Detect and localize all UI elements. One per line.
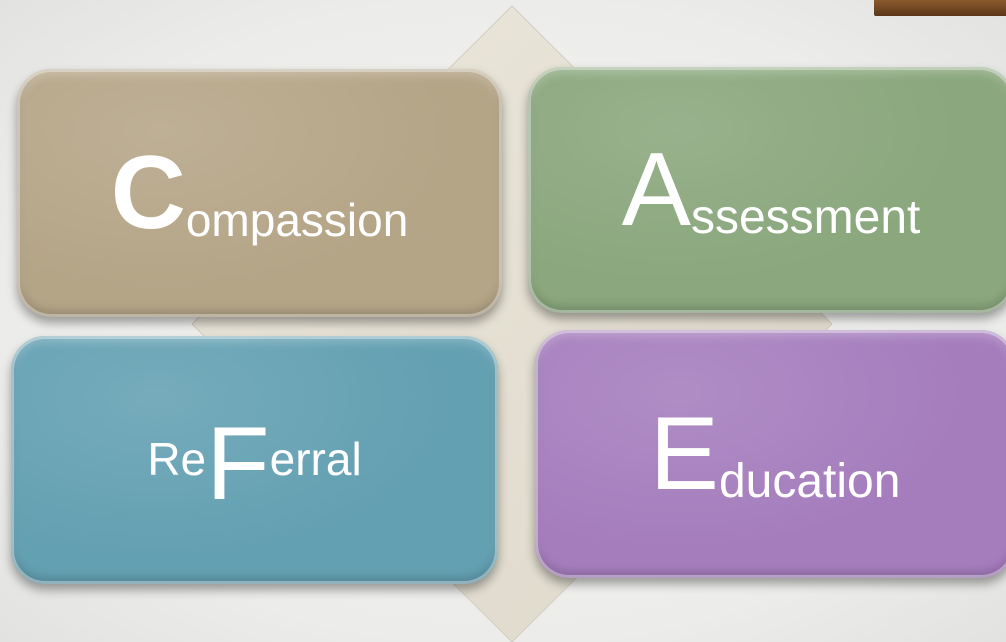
corner-photo-strip [874, 0, 1006, 16]
compassion-initial: C [110, 135, 186, 251]
assessment-word: A ssessment [622, 138, 921, 242]
compassion-rest: ompassion [185, 194, 409, 246]
referral-initial: F [206, 406, 270, 522]
compassion-word: C ompassion [111, 141, 409, 245]
education-tile: E ducation [535, 330, 1006, 578]
referral-tile: Re F erral [11, 336, 498, 584]
referral-rest: erral [269, 433, 362, 485]
education-word: E ducation [650, 402, 901, 506]
assessment-rest: ssessment [690, 191, 921, 244]
education-rest: ducation [718, 455, 901, 508]
education-initial: E [649, 396, 719, 512]
referral-prefix: Re [147, 433, 207, 485]
referral-word: Re F erral [147, 408, 362, 516]
assessment-initial: A [621, 132, 691, 248]
compassion-tile: C ompassion [17, 69, 502, 317]
assessment-tile: A ssessment [528, 67, 1006, 313]
